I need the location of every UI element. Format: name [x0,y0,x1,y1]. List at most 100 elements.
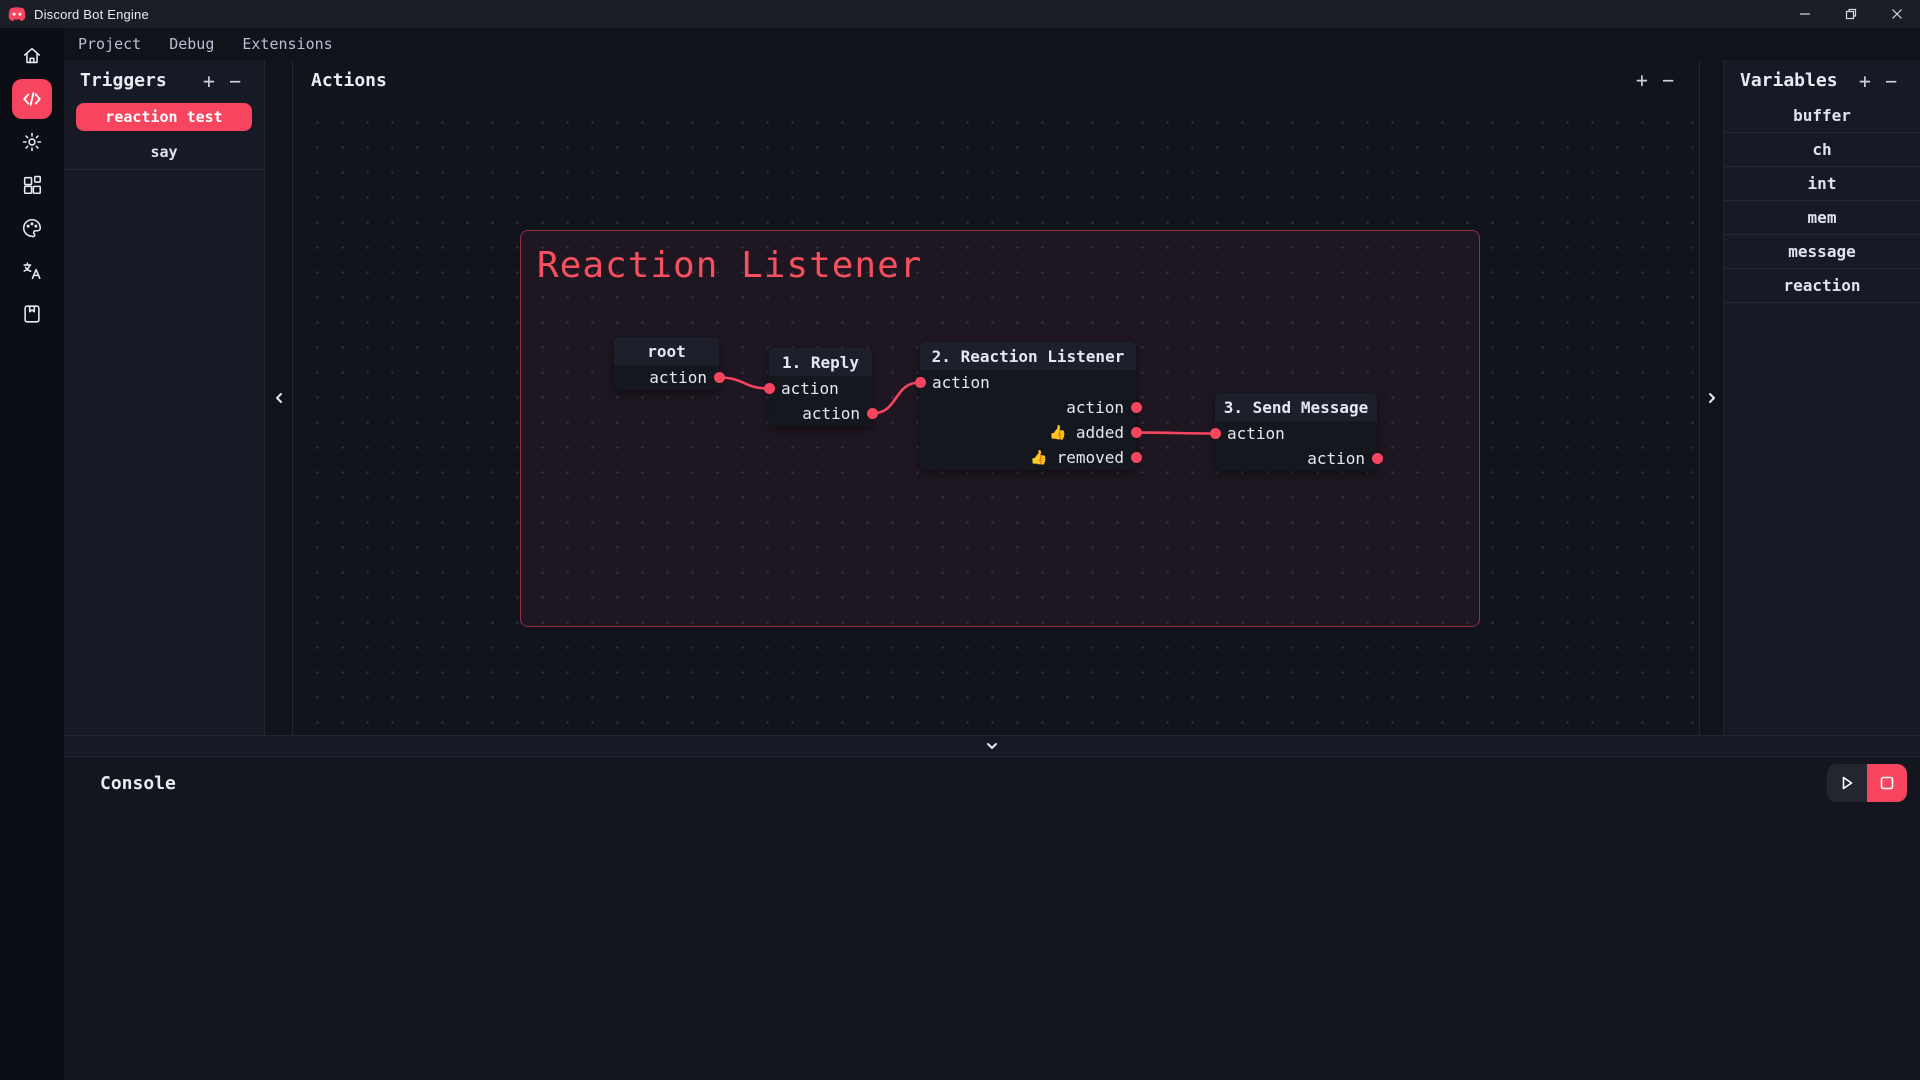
port-label: action [1066,398,1124,417]
triggers-panel: Triggers + − reaction test say [64,60,265,735]
close-button[interactable] [1874,0,1920,28]
group-title: Reaction Listener [537,245,923,286]
port-label: action [1307,449,1365,468]
variable-item[interactable]: int [1724,167,1920,201]
node-output-row: action [769,401,878,426]
modules-button[interactable] [12,165,52,205]
collapse-console-handle[interactable] [64,735,1920,757]
menu-extensions[interactable]: Extensions [242,35,333,53]
gear-icon [22,132,42,152]
language-icon [23,262,41,280]
node-output-row: 👍 added [920,420,1142,445]
run-controls [1827,764,1907,802]
divider [64,169,264,170]
variable-item[interactable]: mem [1724,201,1920,235]
output-port[interactable] [713,372,725,383]
titlebar: Discord Bot Engine [0,0,1920,28]
node-reaction-listener[interactable]: 2. Reaction Listener action action 👍 add… [914,342,1142,470]
output-port[interactable] [866,408,878,419]
node-output-row: action [614,365,725,390]
output-port[interactable] [1130,452,1142,463]
play-icon [1842,776,1853,790]
variable-item[interactable]: ch [1724,133,1920,167]
menu-debug[interactable]: Debug [169,35,215,53]
node-output-row: 👍 removed [920,445,1142,470]
remove-trigger-button[interactable]: − [228,68,241,93]
save-book-icon [24,305,40,323]
port-label: action [781,379,839,398]
node-title: 1. Reply [769,348,872,376]
port-label: action [649,368,707,387]
trigger-item-reaction-test[interactable]: reaction test [76,103,252,131]
home-icon [23,47,41,64]
node-title: root [614,337,719,365]
code-editor-button[interactable] [12,79,52,119]
trigger-item-say[interactable]: say [150,143,178,161]
discord-logo-icon [8,7,26,22]
node-title: 2. Reaction Listener [920,342,1136,370]
node-output-row: action [1215,446,1383,471]
collapse-variables-handle[interactable] [1700,60,1723,735]
chevron-right-icon [1708,392,1715,403]
port-label: removed [1056,448,1124,467]
window-controls [1782,0,1920,28]
output-port[interactable] [1130,402,1142,413]
stop-icon [1880,776,1894,790]
minimize-icon [1800,13,1810,15]
variables-panel: Variables + − buffer ch int mem message … [1723,60,1920,735]
port-label: added [1075,423,1124,442]
stop-button[interactable] [1867,764,1907,802]
input-port[interactable] [763,383,775,394]
minimize-button[interactable] [1782,0,1828,28]
node-send-message[interactable]: 3. Send Message action action [1209,393,1383,471]
code-icon [23,92,41,106]
thumbs-up-icon: 👍 [1030,449,1048,466]
node-reply[interactable]: 1. Reply action action [763,348,878,426]
restore-button[interactable] [1828,0,1874,28]
port-label: action [802,404,860,423]
port-label: action [932,373,990,392]
actions-canvas[interactable]: Actions + − Reaction Listener root [292,60,1700,735]
thumbs-up-icon: 👍 [1049,424,1067,441]
language-button[interactable] [12,251,52,291]
icon-rail [0,28,64,1080]
window-title: Discord Bot Engine [34,6,149,22]
zoom-in-button[interactable]: + [1635,68,1648,92]
restore-icon [1845,8,1857,20]
run-button[interactable] [1827,764,1867,802]
home-button[interactable] [12,36,52,76]
workspace: Triggers + − reaction test say Actions +… [64,60,1920,735]
menubar: Project Debug Extensions [64,28,1920,60]
variable-item[interactable]: reaction [1724,269,1920,303]
palette-icon [23,219,42,238]
actions-header: Actions + − [293,60,1699,100]
node-root[interactable]: root action [614,337,725,390]
output-port[interactable] [1371,453,1383,464]
actions-title: Actions [311,69,387,91]
variable-item[interactable]: message [1724,235,1920,269]
node-input-row: action [914,370,1136,395]
remove-variable-button[interactable]: − [1884,68,1897,93]
save-button[interactable] [12,294,52,334]
chevron-left-icon [275,392,282,403]
menu-project[interactable]: Project [78,35,142,53]
node-input-row: action [1209,421,1377,446]
console-panel: Console [64,757,1920,1080]
variable-item[interactable]: buffer [1724,99,1920,133]
input-port[interactable] [1209,428,1221,439]
collapse-triggers-handle[interactable] [265,60,292,735]
variables-title: Variables [1740,70,1838,91]
output-port[interactable] [1130,427,1142,438]
blocks-icon [23,175,42,195]
close-icon [1892,9,1902,19]
theme-button[interactable] [12,208,52,248]
zoom-out-button[interactable]: − [1661,68,1674,92]
add-trigger-button[interactable]: + [202,68,215,93]
node-title: 3. Send Message [1215,393,1377,421]
add-variable-button[interactable]: + [1858,68,1871,93]
node-input-row: action [763,376,872,401]
input-port[interactable] [914,377,926,388]
triggers-title: Triggers [80,70,167,91]
node-output-row: action [920,395,1142,420]
settings-button[interactable] [12,122,52,162]
